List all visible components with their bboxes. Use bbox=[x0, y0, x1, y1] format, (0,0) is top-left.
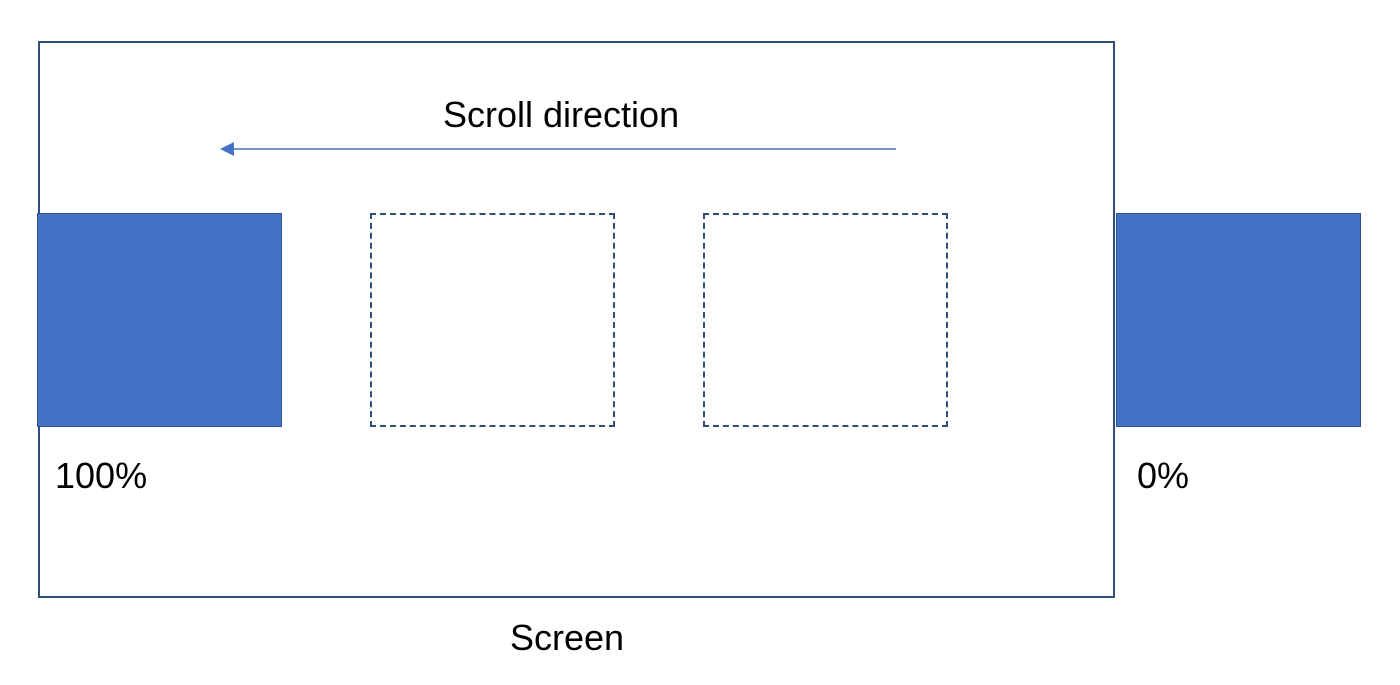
element-box-exited bbox=[37, 213, 282, 427]
element-box-intermediate-1 bbox=[370, 213, 615, 427]
scroll-direction-label: Scroll direction bbox=[443, 94, 680, 135]
percent-label-100: 100% bbox=[55, 455, 148, 496]
element-box-entering bbox=[1116, 213, 1361, 427]
element-box-intermediate-2 bbox=[703, 213, 948, 427]
screen-label: Screen bbox=[510, 617, 625, 658]
percent-label-0: 0% bbox=[1137, 455, 1190, 496]
